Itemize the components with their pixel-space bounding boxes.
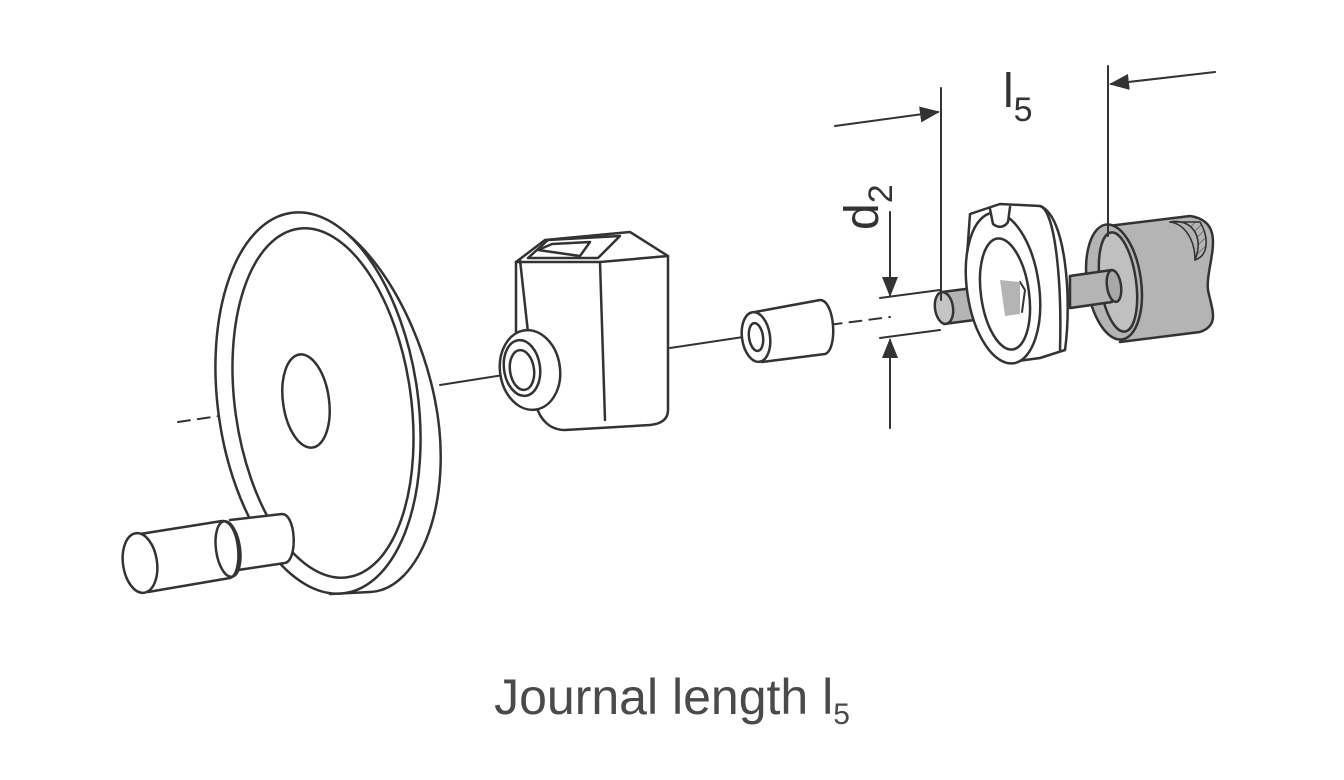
dimension-label-l5: l5 [1003,65,1033,129]
handwheel-handle [121,512,295,595]
handwheel-hub-bore [281,353,331,449]
exploded-assembly-drawing: l5 d2 [121,65,1216,596]
position-indicator [498,230,670,432]
machine-shaft [1068,214,1215,344]
reducing-sleeve [740,298,835,364]
dimension-lines [834,65,1216,429]
dimension-label-d2: d2 [836,184,900,230]
handwheel [121,211,442,596]
caption-subscript: 5 [833,698,850,731]
caption-text: Journal length l [494,669,834,725]
figure-caption: Journal length l5 [0,668,1344,732]
